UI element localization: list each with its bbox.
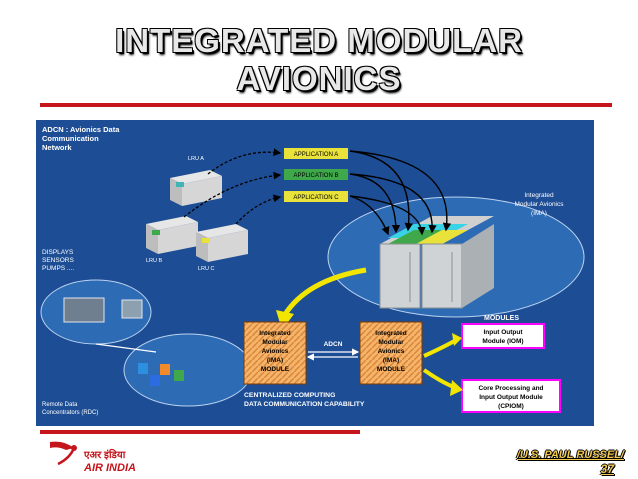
module-to-cpiom-arrow bbox=[422, 368, 457, 390]
caption-line-1: CENTRALIZED COMPUTING bbox=[244, 392, 335, 399]
pumps-label: PUMPS .... bbox=[42, 265, 74, 272]
air-india-hindi-text: एअर इंडिया bbox=[83, 448, 126, 461]
page-number: 37 bbox=[600, 462, 614, 476]
module-right-line-4: (IMA) bbox=[383, 357, 399, 364]
cpiom-arrowhead bbox=[450, 380, 463, 396]
lru-c-to-app-arrow bbox=[235, 194, 282, 225]
ima-label-3: (IMA) bbox=[531, 210, 547, 217]
ima-cabinet bbox=[379, 216, 494, 309]
app-a-to-ima-arrow-1 bbox=[349, 150, 413, 232]
lru-b-box bbox=[146, 216, 198, 254]
ima-label-2: Modular Avionics bbox=[514, 201, 564, 208]
rdc-label-1: Remote Data bbox=[42, 402, 78, 408]
module-right-line-3: Avionics bbox=[378, 348, 405, 355]
module-left-line-3: Avionics bbox=[262, 348, 289, 355]
author-credit: /U.S. PAUL RUSSEL/ 37 bbox=[517, 448, 624, 476]
adcn-link-label: ADCN bbox=[324, 341, 343, 348]
displays-to-rdc-line bbox=[95, 343, 157, 353]
adcn-label-2: Communication bbox=[42, 134, 99, 143]
author-credit-text: /U.S. PAUL RUSSEL/ bbox=[516, 449, 624, 461]
module-left-line-5: MODULE bbox=[261, 366, 290, 373]
adcn-label-1: ADCN : Avionics Data bbox=[42, 125, 120, 134]
rdc-cubes bbox=[138, 363, 184, 386]
application-b-label: APPLICATION B bbox=[294, 173, 339, 179]
caption-line-2: DATA COMMUNICATION CAPABILITY bbox=[244, 401, 365, 408]
module-right-line-5: MODULE bbox=[377, 366, 406, 373]
application-b-box bbox=[284, 169, 348, 180]
lru-c-label: LRU C bbox=[198, 266, 215, 272]
bottom-divider bbox=[40, 430, 360, 434]
cockpit-photo-1 bbox=[63, 297, 105, 323]
slide-title-line-2: AVIONICS bbox=[236, 60, 402, 97]
rdc-label-2: Concentrators (RDC) bbox=[42, 410, 98, 416]
ima-module-box-right bbox=[359, 321, 423, 385]
iom-box bbox=[461, 323, 545, 349]
lru-a-label: LRU A bbox=[188, 156, 204, 162]
iom-arrowhead bbox=[452, 333, 462, 346]
module-right-line-1: Integrated bbox=[375, 330, 406, 337]
air-india-english-text: AIR INDIA bbox=[83, 462, 136, 474]
cpiom-box bbox=[461, 379, 561, 413]
ima-label-1: Integrated bbox=[524, 192, 554, 199]
displays-label: DISPLAYS bbox=[42, 249, 74, 256]
app-b-to-ima-arrow-2 bbox=[349, 173, 437, 234]
module-left-line-1: Integrated bbox=[259, 330, 290, 337]
cockpit-photo-2 bbox=[121, 299, 143, 319]
module-left-line-4: (IMA) bbox=[267, 357, 283, 364]
lru-b-to-app-arrow bbox=[183, 171, 282, 218]
air-india-logo: एअर इंडिया AIR INDIA bbox=[50, 441, 136, 474]
lru-a-box bbox=[170, 170, 222, 206]
top-divider bbox=[40, 103, 612, 107]
cpiom-label-1: Core Processing and bbox=[478, 385, 543, 392]
lru-c-box bbox=[196, 224, 248, 262]
app-c-to-ima-arrow-2 bbox=[349, 195, 426, 236]
lru-a-to-app-arrow bbox=[207, 148, 282, 175]
application-c-box bbox=[284, 191, 348, 202]
sensors-label: SENSORS bbox=[42, 257, 74, 264]
adcn-label-3: Network bbox=[42, 143, 72, 152]
app-b-to-ima-arrow-1 bbox=[349, 173, 401, 234]
air-india-swan-icon bbox=[50, 441, 74, 450]
ima-to-module-yellow-arrow bbox=[281, 267, 367, 318]
slide-title-line-1: INTEGRATED MODULAR bbox=[115, 22, 523, 59]
cpiom-label-2: Input Output Module bbox=[479, 394, 543, 401]
module-left-line-2: Modular bbox=[262, 339, 288, 346]
application-c-label: APPLICATION C bbox=[293, 195, 339, 201]
cpiom-label-3: (CPIOM) bbox=[498, 403, 524, 410]
ima-diagram-svg: ADCN : Avionics Data Communication Netwo… bbox=[40, 125, 585, 416]
application-a-label: APPLICATION A bbox=[294, 152, 339, 158]
iom-label-2: Module (IOM) bbox=[482, 338, 523, 345]
module-right-line-2: Modular bbox=[378, 339, 404, 346]
module-to-iom-arrow bbox=[423, 338, 458, 358]
ima-module-box-left bbox=[243, 321, 307, 385]
modules-heading: MODULES bbox=[484, 315, 519, 322]
application-a-box bbox=[284, 148, 348, 159]
lru-b-label: LRU B bbox=[146, 258, 163, 264]
iom-label-1: Input Output bbox=[484, 329, 524, 336]
app-c-to-ima-arrow-1 bbox=[349, 195, 390, 236]
ima-diagram: ADCN : Avionics Data Communication Netwo… bbox=[36, 120, 594, 426]
app-a-to-ima-arrow-2 bbox=[349, 150, 452, 232]
